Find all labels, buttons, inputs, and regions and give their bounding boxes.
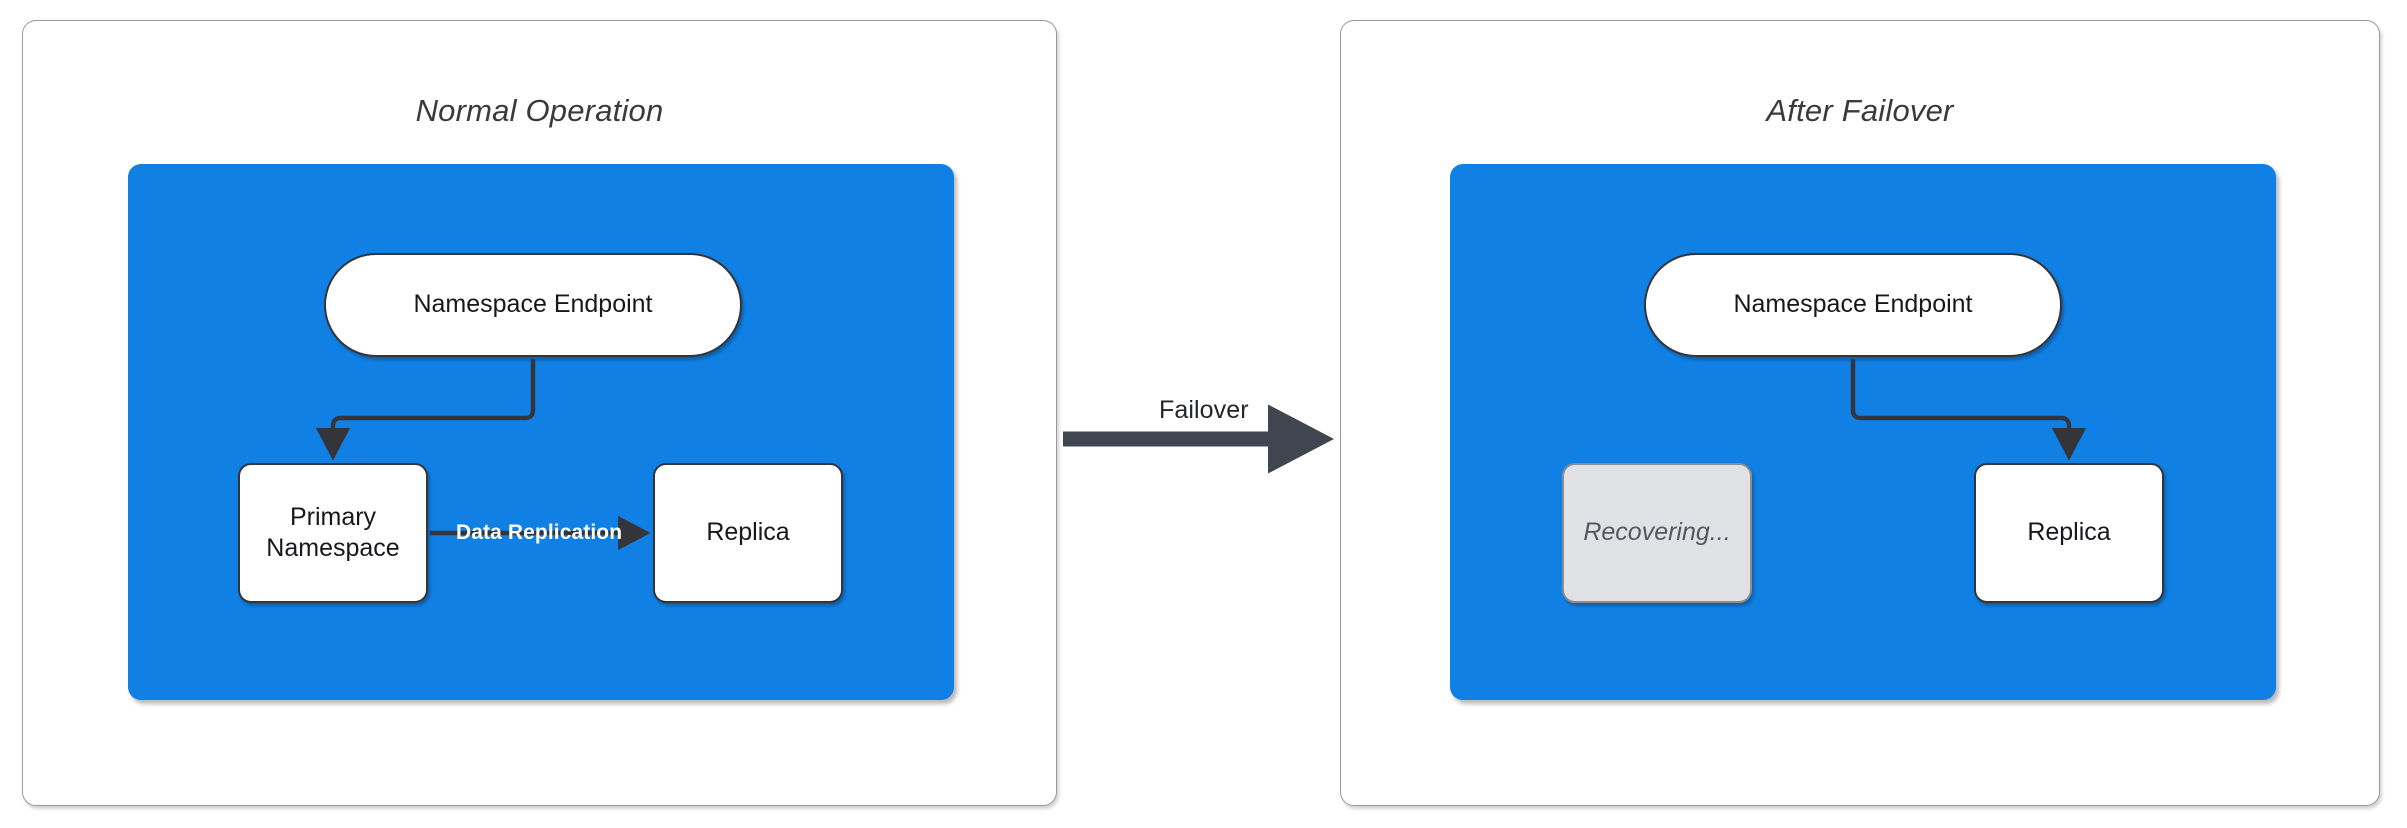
node-label: Namespace Endpoint	[1733, 290, 1973, 319]
blue-region-normal-operation	[128, 164, 954, 700]
node-namespace-endpoint-failover[interactable]: Namespace Endpoint	[1644, 253, 2062, 357]
node-replica-normal[interactable]: Replica	[653, 463, 843, 603]
panel-title-after-failover: After Failover	[1766, 93, 1954, 128]
node-label: Replica	[706, 518, 790, 547]
node-recovering[interactable]: Recovering...	[1562, 463, 1752, 603]
edge-label-data-replication: Data Replication	[456, 521, 623, 544]
node-primary-namespace[interactable]: Primary Namespace	[238, 463, 428, 603]
blue-region-after-failover	[1450, 164, 2276, 700]
node-label: Recovering...	[1583, 518, 1731, 547]
node-namespace-endpoint-normal[interactable]: Namespace Endpoint	[324, 253, 742, 357]
node-label: Replica	[2027, 518, 2111, 547]
node-label: Primary Namespace	[266, 502, 400, 563]
node-label: Namespace Endpoint	[413, 290, 653, 319]
node-replica-failover[interactable]: Replica	[1974, 463, 2164, 603]
panel-title-normal-operation: Normal Operation	[415, 93, 664, 128]
edge-label-failover: Failover	[1159, 396, 1249, 424]
